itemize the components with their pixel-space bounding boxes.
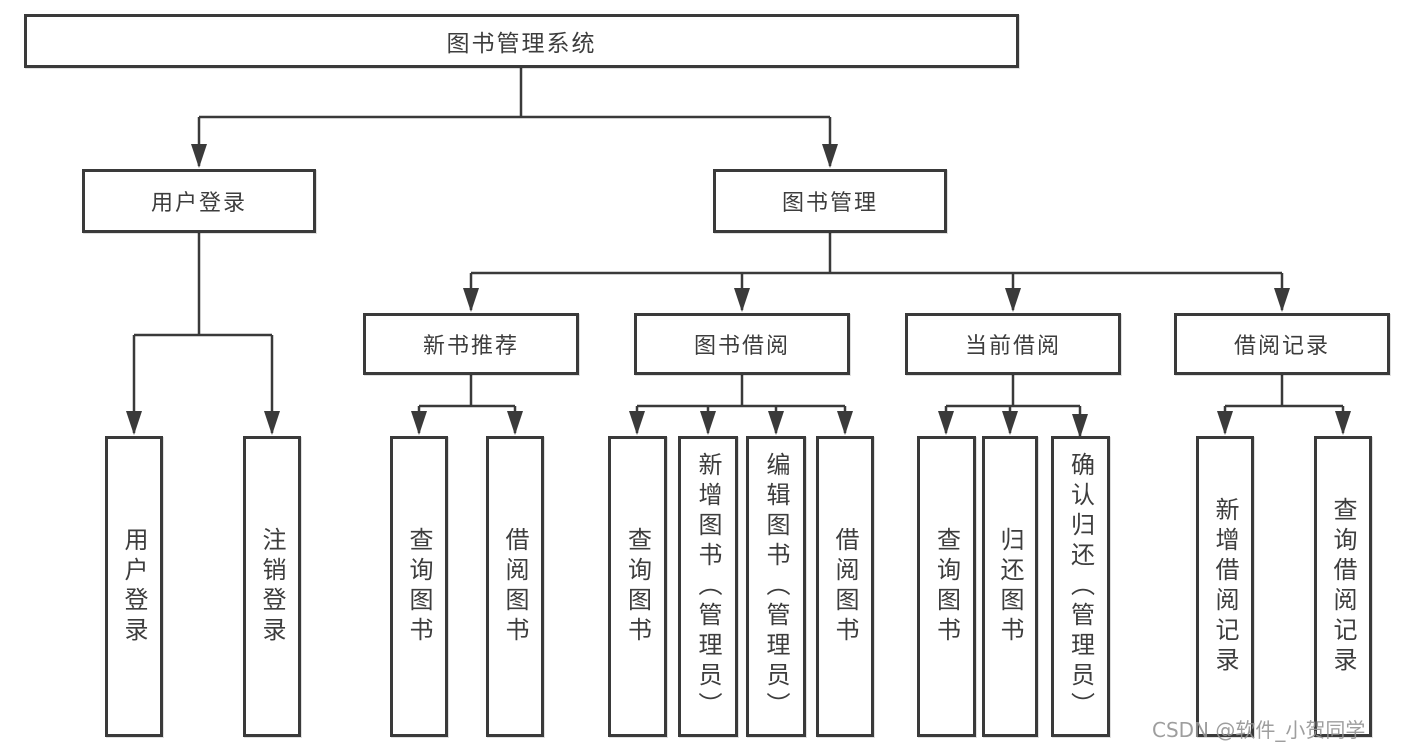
node-user-login: 用户登录	[82, 169, 316, 233]
node-library-management-system: 图书管理系统	[24, 14, 1019, 68]
leaf-borrow-books: 借阅图书	[486, 436, 544, 737]
leaf-edit-books-admin: 编辑图书（管理员）	[746, 436, 806, 737]
leaf-return-books: 归还图书	[982, 436, 1038, 737]
node-current-borrowing: 当前借阅	[905, 313, 1121, 375]
leaf-query-books: 查询图书	[608, 436, 667, 737]
node-book-management: 图书管理	[713, 169, 947, 233]
leaf-confirm-return-admin: 确认归还（管理员）	[1051, 436, 1110, 737]
leaf-query-books: 查询图书	[390, 436, 448, 737]
node-borrowing-records: 借阅记录	[1174, 313, 1390, 375]
leaf-user-login: 用户登录	[105, 436, 163, 737]
leaf-borrow-books: 借阅图书	[816, 436, 874, 737]
leaf-logout: 注销登录	[243, 436, 301, 737]
node-new-book-recommendation: 新书推荐	[363, 313, 579, 375]
node-book-borrowing: 图书借阅	[634, 313, 850, 375]
leaf-add-borrow-record: 新增借阅记录	[1196, 436, 1254, 737]
csdn-watermark: CSDN @软件_小贺同学	[1152, 718, 1366, 742]
leaf-add-books-admin: 新增图书（管理员）	[678, 436, 738, 737]
leaf-query-borrow-record: 查询借阅记录	[1314, 436, 1372, 737]
leaf-query-books: 查询图书	[917, 436, 976, 737]
